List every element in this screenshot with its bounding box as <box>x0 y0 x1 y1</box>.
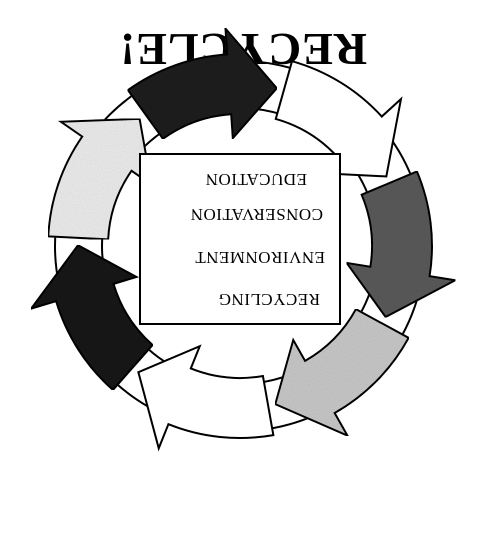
word-conservation: CONSERVATION <box>190 205 323 224</box>
word-environment: ENVIRONMENT <box>195 248 325 267</box>
cycle-arrow-6 <box>347 171 456 317</box>
cycle-arrow-2 <box>31 245 152 390</box>
word-recycling: RECYCLING <box>218 290 320 309</box>
cycle-arrow-3 <box>48 119 151 240</box>
cycle-arrow-7 <box>275 309 408 436</box>
word-education: EDUCATION <box>205 170 307 189</box>
cycle-arrow-1 <box>138 346 273 448</box>
